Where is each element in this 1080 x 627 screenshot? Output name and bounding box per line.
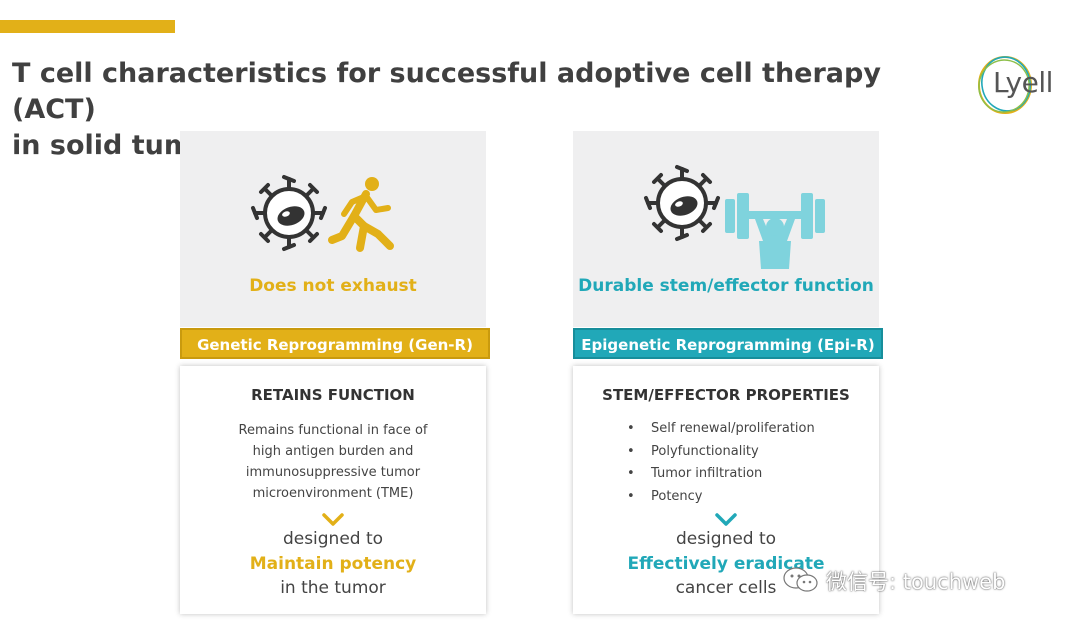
exhaustion-panel: Does not exhaust [180,131,486,327]
panel-caption: Does not exhaust [249,276,417,296]
description-line: high antigen burden and [252,444,414,459]
list-item: Potency [625,486,815,509]
designed-to-text: designed to [282,529,384,549]
goal-tail: in the tumor [280,578,386,598]
goal-highlight: Effectively eradicate [627,554,825,574]
designed-to-text: designed to [675,529,777,549]
stem-effector-panel: Durable stem/effector function [573,131,879,327]
gen-r-banner: Genetic Reprogramming (Gen-R) [180,328,490,359]
panel-caption: Durable stem/effector function [578,276,874,296]
properties-list: Self renewal/proliferation Polyfunctiona… [625,418,815,508]
description-line: Remains functional in face of [238,423,428,438]
description-line: microenvironment (TME) [252,486,414,501]
watermark-text: 微信号: touchweb [826,570,1006,594]
list-item: Polyfunctionality [625,441,815,464]
chevron-down-icon [322,513,344,526]
accent-bar [0,20,175,33]
wechat-watermark: 微信号: touchweb [782,563,1072,597]
tcell-icon [251,175,394,252]
weightlifter-icon [725,193,825,269]
epi-r-banner: Epigenetic Reprogramming (Epi-R) [573,328,883,359]
list-item: Self renewal/proliferation [625,418,815,441]
goal-tail: cancer cells [675,578,777,598]
lyell-logo: Lyell [975,52,1067,118]
running-person-icon [328,177,394,252]
goal-highlight: Maintain potency [249,554,417,574]
chevron-down-icon [715,513,737,526]
retains-function-card: RETAINS FUNCTION Remains functional in f… [180,366,486,614]
title-line-1: T cell characteristics for successful ad… [12,58,881,125]
tcell-icon [644,165,825,269]
logo-text: Lyell [993,66,1053,99]
list-item: Tumor infiltration [625,463,815,486]
card-title: STEM/EFFECTOR PROPERTIES [602,386,850,404]
card-title: RETAINS FUNCTION [251,386,415,404]
stem-effector-card: STEM/EFFECTOR PROPERTIES Self renewal/pr… [573,366,879,614]
wechat-icon [783,567,818,592]
logo-rings-icon [978,56,1032,114]
card-description: Remains functional in face of high antig… [210,420,456,504]
description-line: immunosuppressive tumor [245,465,421,480]
